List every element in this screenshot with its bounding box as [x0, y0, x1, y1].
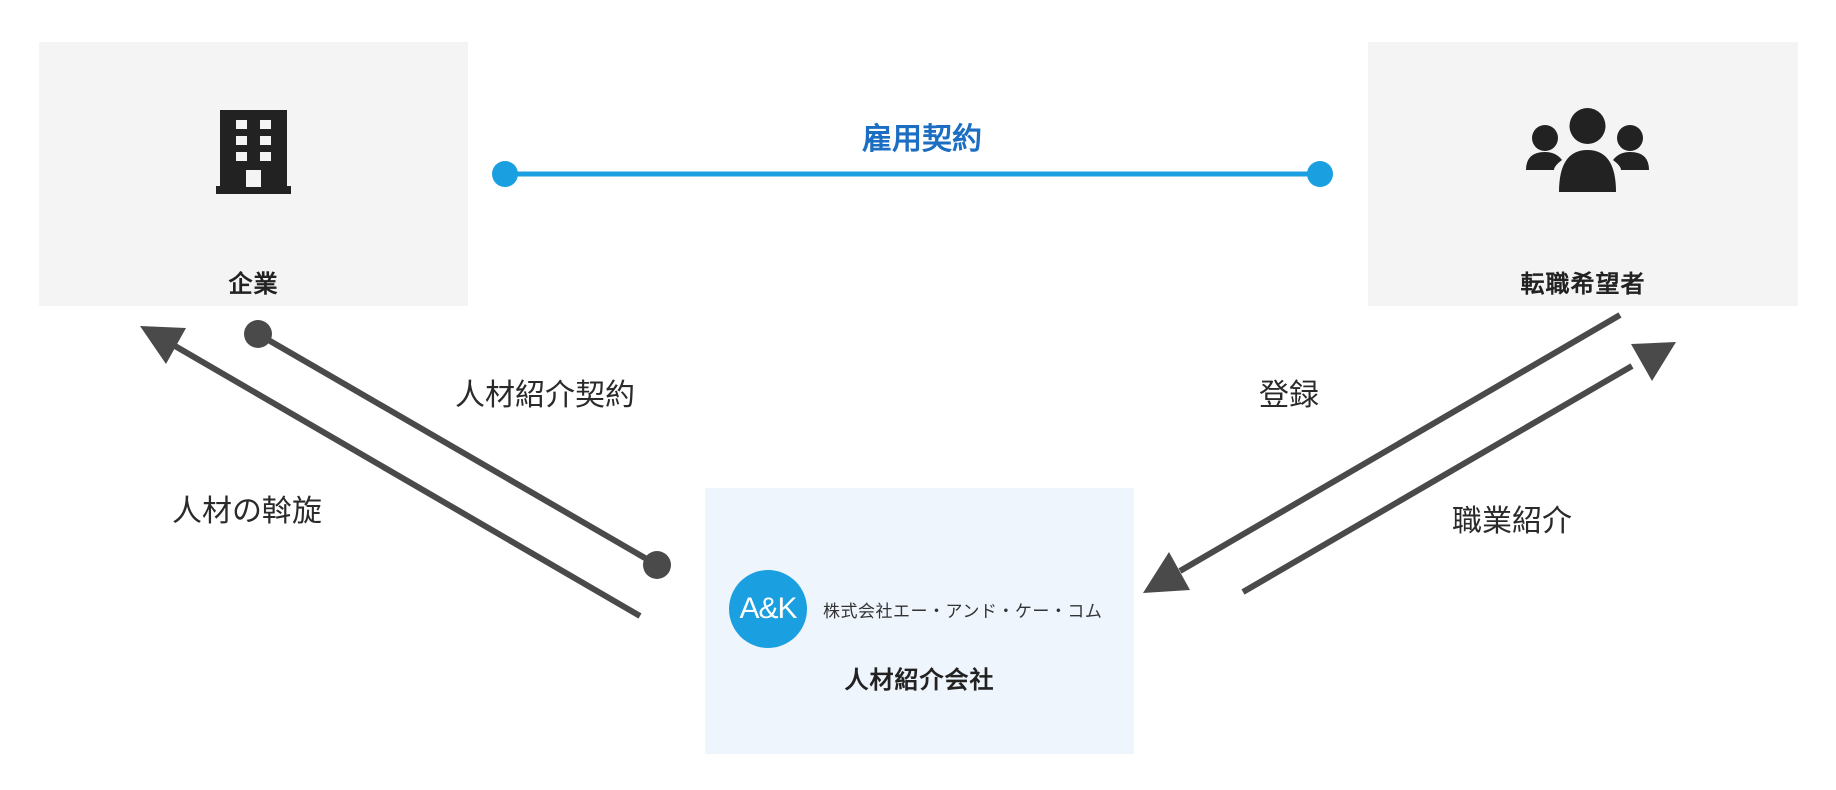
talent-introduction-arrowhead	[140, 326, 186, 364]
recruitment-contract-label: 人材紹介契約	[455, 378, 635, 413]
talent-introduction-line	[173, 343, 642, 619]
logo-mark: A&K	[739, 592, 797, 625]
candidate-label: 転職希望者	[1520, 270, 1646, 298]
agency-node: A&K 株式会社エー・アンド・ケー・コム 人材紹介会社	[705, 488, 1134, 754]
company-logo: A&K	[729, 570, 807, 648]
talent-introduction-label: 人材の斡旋	[172, 494, 322, 529]
people-icon	[1526, 108, 1649, 192]
employment-contract-endpoint-right	[1307, 161, 1333, 187]
candidate-node: 転職希望者	[1368, 42, 1798, 306]
recruitment-contract-endpoint-top	[244, 320, 272, 348]
building-icon	[216, 110, 291, 194]
company-label: 企業	[228, 270, 279, 298]
logo-company-name: 株式会社エー・アンド・ケー・コム	[823, 602, 1103, 622]
recruitment-contract-line	[256, 331, 659, 568]
job-introduction-arrowhead	[1631, 342, 1676, 381]
job-introduction-label: 職業紹介	[1452, 504, 1572, 539]
registration-arrowhead	[1143, 552, 1190, 593]
registration-line	[1178, 312, 1622, 574]
agency-label: 人材紹介会社	[844, 666, 995, 694]
company-node: 企業	[39, 42, 468, 306]
employment-contract-endpoint-left	[492, 161, 518, 187]
job-introduction-line	[1241, 363, 1634, 595]
recruitment-contract-endpoint-bottom	[643, 551, 671, 579]
employment-contract-label: 雇用契約	[862, 122, 982, 157]
registration-label: 登録	[1259, 378, 1319, 413]
